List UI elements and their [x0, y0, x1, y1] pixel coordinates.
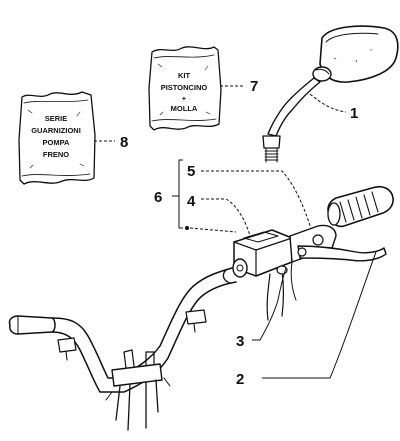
seal-kit-text-3: POMPA [43, 138, 71, 147]
seal-kit-text-4: FRENO [43, 150, 69, 159]
callout-2: 2 [236, 371, 244, 388]
leader-5 [201, 170, 313, 233]
leader-1 [309, 93, 347, 113]
piston-kit-text-2: PISTONCINO [161, 83, 208, 92]
callout-3: 3 [236, 333, 244, 350]
brake-master-cylinder [232, 224, 387, 321]
part-8-seal-kit-bag: SERIE GUARNIZIONI POMPA FRENO [18, 91, 96, 185]
right-grip [327, 185, 394, 228]
seal-kit-text-1: SERIE [45, 114, 68, 123]
leader-3 [252, 267, 287, 341]
group-bracket-6 [178, 159, 183, 229]
callout-6: 6 [154, 189, 162, 206]
callout-1: 1 [350, 105, 358, 122]
callout-5: 5 [187, 163, 195, 180]
piston-kit-text-4: MOLLA [171, 104, 198, 113]
leader-6-dot [189, 227, 237, 233]
piston-kit-text-1: KIT [178, 71, 191, 80]
part-7-piston-kit-bag: KIT PISTONCINO + MOLLA [148, 46, 222, 131]
callout-4: 4 [187, 193, 196, 210]
callout-8: 8 [120, 134, 128, 151]
leader-4 [201, 198, 251, 237]
seal-kit-text-2: GUARNIZIONI [31, 126, 81, 135]
handlebar [8, 267, 237, 431]
leader-2 [262, 251, 377, 379]
piston-kit-text-3: + [182, 94, 187, 103]
callout-7: 7 [250, 78, 258, 95]
callout-dot-6 [185, 226, 189, 230]
part-1-rear-view-mirror [262, 25, 399, 163]
